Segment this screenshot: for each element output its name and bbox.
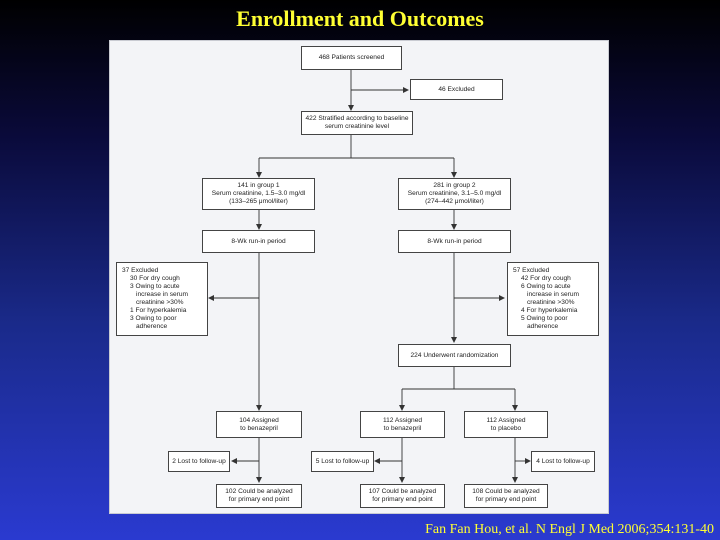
excluded-group2-box: 57 Excluded 42 For dry cough 6 Owing to … — [507, 262, 599, 336]
group2-line-3: (274–442 μmol/liter) — [425, 198, 484, 205]
assigned-g1-line-2: to benazepril — [240, 424, 278, 432]
excluded-g2-total: 57 Excluded — [513, 267, 550, 274]
excluded-g1-adherence-2: adherence — [136, 323, 168, 330]
analyzed-g2b-line-1: 107 Could be analyzed — [368, 488, 437, 495]
stratified-line-1: 422 Stratified according to baseline — [305, 115, 409, 122]
runin-group1-box: 8-Wk run-in period — [202, 230, 315, 253]
analyzed-g1-line-2: for primary end point — [228, 496, 290, 503]
excluded-g2-creatinine-1: 6 Owing to acute — [521, 283, 571, 290]
lost-g2p-text: 4 Lost to follow-up — [536, 457, 590, 465]
assigned-g2b-line-2: to benazepril — [383, 424, 422, 432]
assigned-g2b-line-1: 112 Assigned — [382, 416, 423, 424]
group2-line-1: 281 in group 2 — [433, 182, 476, 189]
group1-line-3: (133–265 μmol/liter) — [229, 198, 288, 205]
slide-title: Enrollment and Outcomes — [236, 6, 484, 31]
analyzed-g2p-line-1: 108 Could be analyzed — [472, 488, 540, 495]
lost-group1-box: 2 Lost to follow-up — [168, 451, 230, 472]
analyzed-g2b-line-2: for primary end point — [372, 496, 433, 503]
analyzed-group1-box: 102 Could be analyzed for primary end po… — [216, 484, 302, 508]
analyzed-g2p-line-2: for primary end point — [475, 496, 537, 503]
group1-box: 141 in group 1 Serum creatinine, 1.5–3.0… — [202, 178, 315, 210]
flowchart-panel: 468 Patients screened 46 Excluded 422 St… — [109, 40, 609, 514]
lost-group2-placebo-box: 4 Lost to follow-up — [531, 451, 595, 472]
excluded-g1-creatinine-1: 3 Owing to acute — [130, 283, 180, 290]
citation: Fan Fan Hou, et al. N Engl J Med 2006;35… — [425, 522, 714, 537]
excluded-initial-box: 46 Excluded — [410, 79, 503, 100]
assigned-group2-benazepril-box: 112 Assigned to benazepril — [360, 411, 445, 438]
group1-line-2: Serum creatinine, 1.5–3.0 mg/dl — [211, 190, 306, 197]
stratified-box: 422 Stratified according to baseline ser… — [301, 111, 413, 135]
randomization-text: 224 Underwent randomization — [410, 351, 499, 359]
assigned-g1-line-1: 104 Assigned — [239, 416, 279, 424]
excluded-g1-creatinine-3: creatinine >30% — [136, 299, 184, 306]
lost-group2-benazepril-box: 5 Lost to follow-up — [311, 451, 374, 472]
group1-line-1: 141 in group 1 — [237, 182, 280, 189]
analyzed-group2-benazepril-box: 107 Could be analyzed for primary end po… — [360, 484, 445, 508]
assigned-group2-placebo-box: 112 Assigned to placebo — [464, 411, 548, 438]
assigned-g2p-line-1: 112 Assigned — [486, 416, 526, 424]
runin-group2-text: 8-Wk run-in period — [427, 237, 482, 245]
flowchart-connectors — [208, 70, 531, 483]
excluded-g1-hyperkalemia: 1 For hyperkalemia — [130, 307, 187, 314]
assigned-g2p-line-2: to placebo — [490, 424, 522, 432]
excluded-g1-total: 37 Excluded — [122, 267, 159, 274]
excluded-g1-adherence-1: 3 Owing to poor — [130, 315, 177, 322]
runin-group1-text: 8-Wk run-in period — [231, 237, 286, 245]
runin-group2-box: 8-Wk run-in period — [398, 230, 511, 253]
screened-text: 468 Patients screened — [318, 54, 385, 61]
excluded-g1-creatinine-2: increase in serum — [136, 291, 189, 298]
lost-g1-text: 2 Lost to follow-up — [172, 457, 226, 465]
assigned-group1-box: 104 Assigned to benazepril — [216, 411, 302, 438]
stratified-line-2: serum creatinine level — [324, 123, 390, 130]
excluded-g2-hyperkalemia: 4 For hyperkalemia — [521, 307, 578, 314]
randomization-box: 224 Underwent randomization — [398, 344, 511, 367]
screened-box: 468 Patients screened — [301, 46, 402, 70]
excluded-g2-cough: 42 For dry cough — [521, 275, 571, 282]
group2-box: 281 in group 2 Serum creatinine, 3.1–5.0… — [398, 178, 511, 210]
analyzed-g1-line-1: 102 Could be analyzed — [225, 488, 293, 495]
excluded-g1-cough: 30 For dry cough — [130, 275, 180, 282]
excluded-g2-creatinine-2: increase in serum — [527, 291, 580, 298]
excluded-g2-adherence-1: 5 Owing to poor — [521, 315, 568, 322]
excluded-g2-creatinine-3: creatinine >30% — [527, 299, 575, 306]
excluded-group1-box: 37 Excluded 30 For dry cough 3 Owing to … — [116, 262, 208, 336]
analyzed-group2-placebo-box: 108 Could be analyzed for primary end po… — [464, 484, 548, 508]
group2-line-2: Serum creatinine, 3.1–5.0 mg/dl — [407, 190, 502, 197]
excluded-g2-adherence-2: adherence — [527, 323, 559, 330]
lost-g2b-text: 5 Lost to follow-up — [315, 457, 370, 465]
excluded-initial-text: 46 Excluded — [438, 85, 475, 93]
